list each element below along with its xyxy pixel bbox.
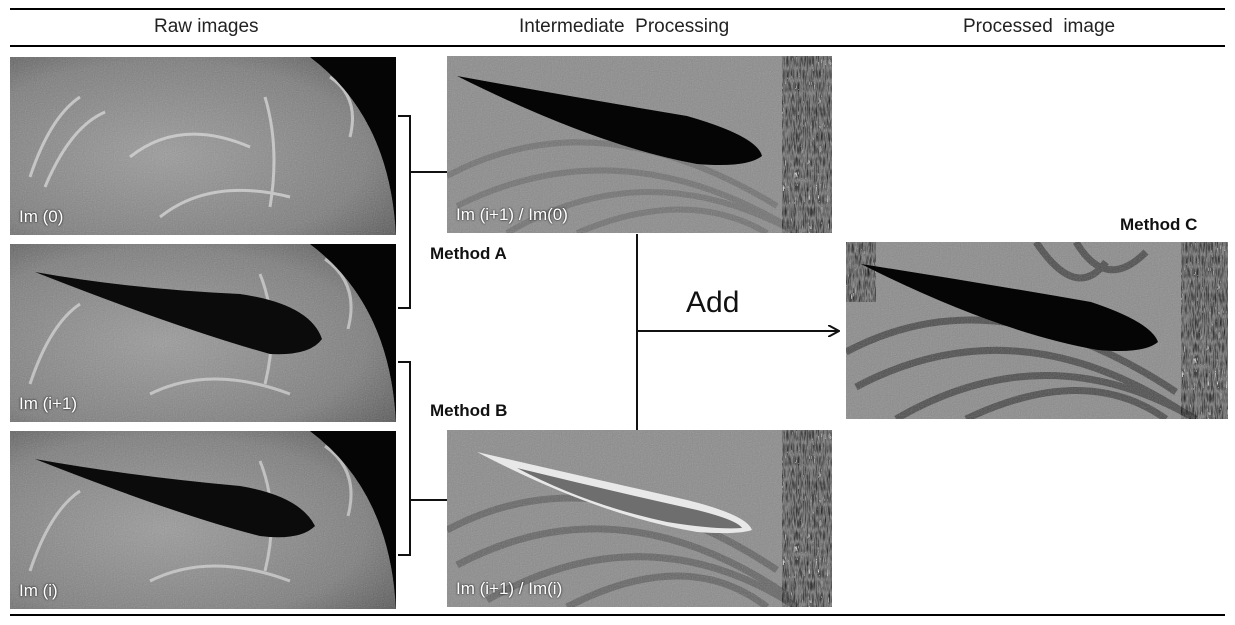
header-rule: [10, 45, 1225, 47]
bottom-rule: [10, 614, 1225, 616]
header-processed-image: Processed image: [963, 16, 1116, 37]
method-c-label: Method C: [1120, 215, 1198, 234]
raw-image-0-label: Im (0): [19, 207, 64, 226]
method-a-label: Method A: [430, 244, 507, 263]
method-b-label: Method B: [430, 401, 508, 420]
raw-image-0: Im (0): [10, 57, 396, 235]
header-intermediate-processing: Intermediate Processing: [519, 16, 730, 37]
raw-image-i: Im (i): [10, 431, 396, 609]
raw-image-i-plus-1-label: Im (i+1): [19, 394, 78, 413]
raw-image-i-plus-1: Im (i+1): [10, 244, 396, 422]
processed-image-c: [846, 242, 1228, 419]
intermediate-image-a-label: Im (i+1) / Im(0): [456, 205, 568, 224]
bracket-method-b: [398, 361, 411, 556]
top-rule: [10, 8, 1225, 10]
intermediate-image-a: Im (i+1) / Im(0): [447, 56, 832, 233]
bracket-method-a: [398, 115, 411, 309]
raw-image-i-label: Im (i): [19, 581, 58, 600]
intermediate-image-b-label: Im (i+1) / Im(i): [456, 579, 563, 598]
header-raw-images: Raw images: [154, 16, 259, 37]
add-label: Add: [686, 286, 740, 319]
intermediate-image-b: Im (i+1) / Im(i): [447, 430, 832, 607]
